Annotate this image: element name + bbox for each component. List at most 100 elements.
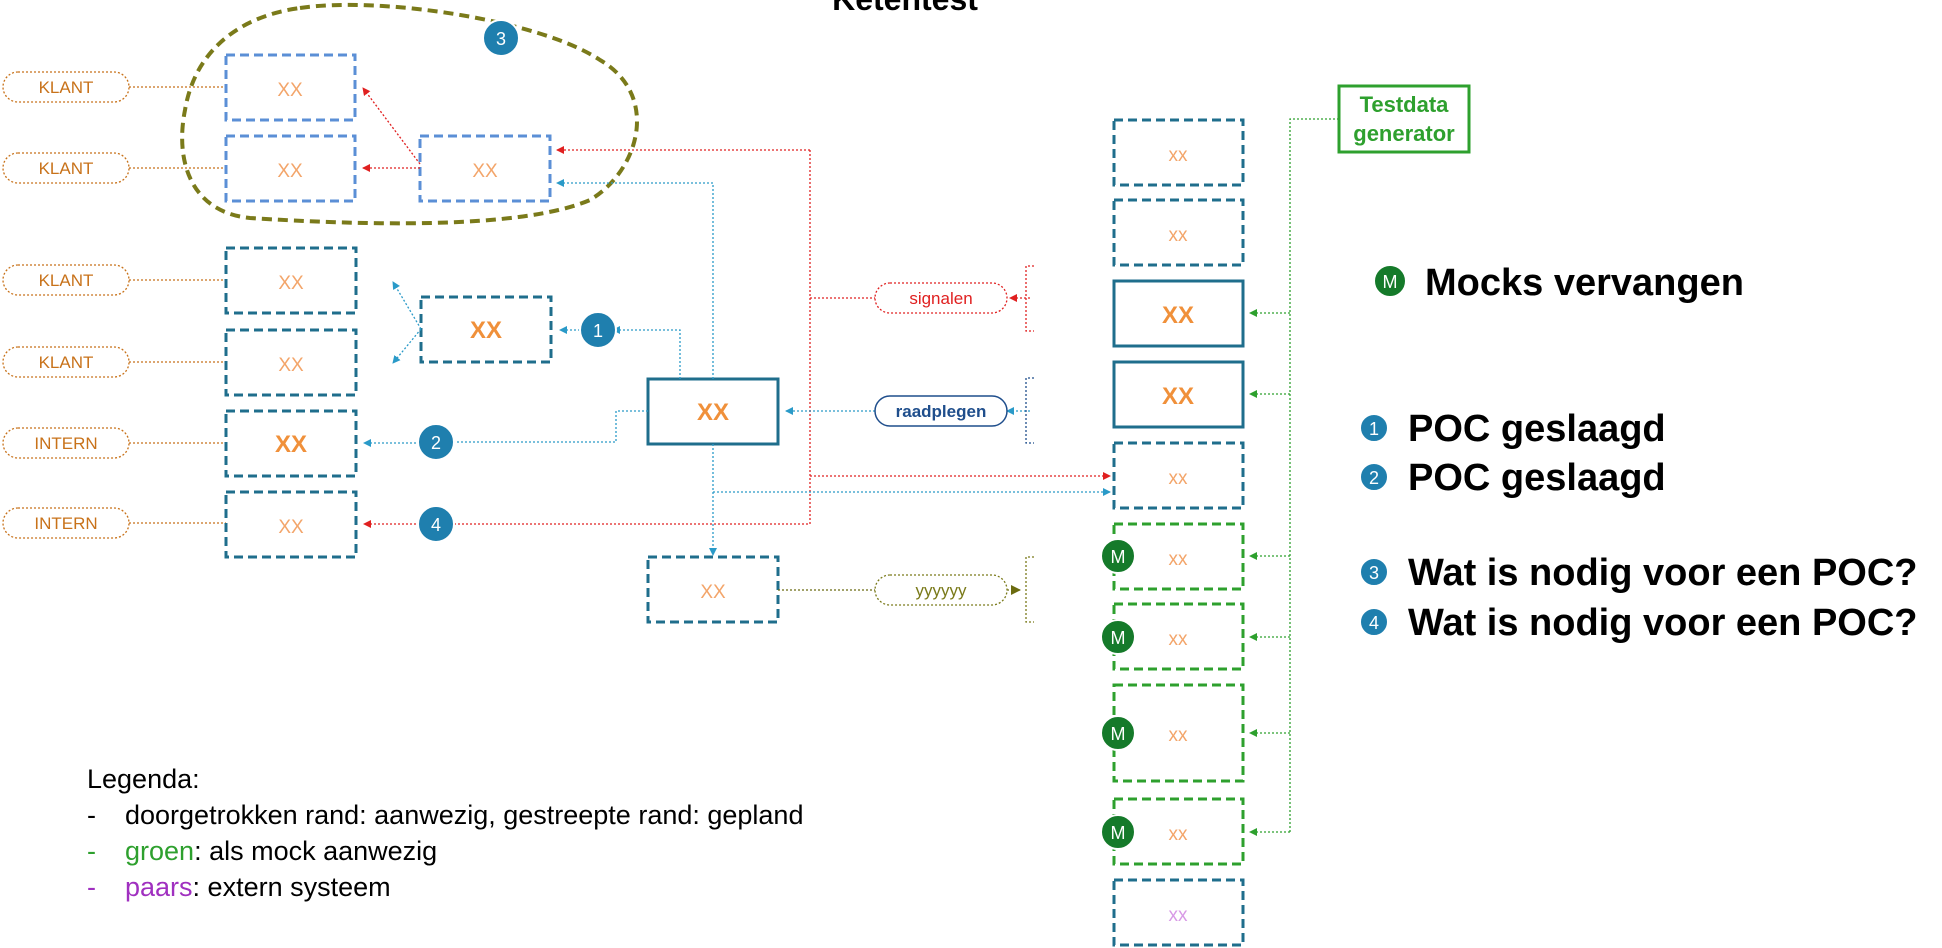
legend-heading: Legenda: — [87, 764, 200, 794]
svg-text:XX: XX — [1162, 302, 1194, 329]
svg-text:1: 1 — [593, 321, 603, 341]
svg-text:xx: xx — [1169, 725, 1189, 746]
klant-pill-2: KLANT — [2, 152, 130, 184]
box-group3-source: XX — [418, 134, 552, 203]
svg-text:XX: XX — [278, 517, 304, 538]
svg-text:KLANT: KLANT — [39, 271, 94, 290]
svg-text:XX: XX — [277, 80, 303, 101]
svg-text:raadplegen: raadplegen — [896, 402, 987, 421]
badge-1: 1 — [579, 311, 617, 349]
box-yyyyyy-target: XX — [646, 555, 780, 624]
side-q4-item: 4 Wat is nodig voor een POC? — [1359, 602, 1918, 644]
svg-text:-: - — [87, 800, 96, 830]
svg-text:M: M — [1111, 628, 1126, 648]
svg-text:4: 4 — [1369, 613, 1379, 633]
side-q3-item: 3 Wat is nodig voor een POC? — [1359, 552, 1918, 594]
right-box-2: xx — [1112, 198, 1245, 267]
svg-text:POC geslaagd: POC geslaagd — [1408, 408, 1666, 450]
svg-text:generator: generator — [1353, 121, 1455, 146]
intern-pill-2: INTERN — [2, 507, 130, 539]
svg-text:xx: xx — [1169, 629, 1189, 650]
box-router-1: XX — [419, 295, 553, 364]
testdata-connectors — [1249, 118, 1339, 836]
svg-text:xx: xx — [1169, 824, 1189, 845]
svg-text:Testdata: Testdata — [1360, 92, 1450, 117]
legend: Legenda: - doorgetrokken rand: aanwezig,… — [87, 764, 803, 902]
klant-pill-4: KLANT — [2, 346, 130, 378]
pill-connectors — [129, 86, 226, 524]
box-group3-bottom: XX — [224, 134, 357, 203]
right-box-mock-3: xx — [1112, 683, 1245, 783]
svg-text:1: 1 — [1369, 419, 1379, 439]
svg-text:XX: XX — [1162, 383, 1194, 410]
svg-text:Mocks vervangen: Mocks vervangen — [1425, 262, 1744, 304]
svg-text:Wat is nodig voor een POC?: Wat is nodig voor een POC? — [1408, 552, 1918, 594]
svg-text:4: 4 — [431, 515, 441, 535]
svg-text:3: 3 — [496, 29, 506, 49]
box-intern-2: XX — [224, 490, 358, 559]
box-klant-3: XX — [224, 246, 358, 315]
diagram-title: Ketentest — [832, 0, 978, 17]
right-box-5: xx — [1112, 441, 1245, 510]
box-central: XX — [646, 377, 780, 446]
yyyyyy-pill: yyyyyy — [874, 574, 1008, 606]
svg-text:yyyyyy: yyyyyy — [916, 581, 968, 600]
group-3-outline — [180, 2, 639, 226]
box-intern-1: XX — [224, 409, 358, 478]
svg-text:POC geslaagd: POC geslaagd — [1408, 457, 1666, 499]
legend-line-3: paars: extern systeem — [125, 872, 391, 902]
svg-text:M: M — [1111, 547, 1126, 567]
svg-text:-: - — [87, 836, 96, 866]
svg-text:xx: xx — [1169, 549, 1189, 570]
svg-text:KLANT: KLANT — [39, 353, 94, 372]
svg-text:2: 2 — [1369, 468, 1379, 488]
svg-text:XX: XX — [278, 355, 304, 376]
klant-pill-1: KLANT — [2, 71, 130, 103]
side-mocks-item: M Mocks vervangen — [1373, 262, 1744, 304]
external-brackets — [1025, 265, 1034, 623]
svg-text:xx: xx — [1169, 225, 1189, 246]
legend-line-2: groen: als mock aanwezig — [125, 836, 437, 866]
svg-text:XX: XX — [278, 273, 304, 294]
blue-connectors — [363, 179, 1111, 556]
right-box-4: XX — [1112, 360, 1245, 429]
svg-text:KLANT: KLANT — [39, 78, 94, 97]
raadplegen-pill: raadplegen — [874, 395, 1008, 427]
intern-pill-1: INTERN — [2, 427, 130, 459]
badge-4: 4 — [417, 505, 455, 543]
svg-text:INTERN: INTERN — [34, 434, 97, 453]
svg-text:XX: XX — [277, 161, 303, 182]
svg-text:XX: XX — [700, 582, 726, 603]
mock-badge-2: M — [1100, 619, 1136, 655]
klant-pill-3: KLANT — [2, 264, 130, 296]
svg-text:xx: xx — [1169, 145, 1189, 166]
testdata-generator: Testdata generator — [1337, 84, 1471, 154]
right-box-3: XX — [1112, 279, 1245, 348]
svg-text:xx: xx — [1169, 905, 1189, 926]
signalen-pill: signalen — [874, 282, 1008, 314]
right-box-external: xx — [1112, 878, 1245, 947]
svg-text:M: M — [1111, 823, 1126, 843]
svg-text:3: 3 — [1369, 563, 1379, 583]
box-klant-4: XX — [224, 328, 358, 397]
legend-line-1: doorgetrokken rand: aanwezig, gestreepte… — [125, 800, 803, 830]
svg-text:INTERN: INTERN — [34, 514, 97, 533]
svg-text:-: - — [87, 872, 96, 902]
right-box-1: xx — [1112, 118, 1245, 187]
svg-text:KLANT: KLANT — [39, 159, 94, 178]
side-poc2-item: 2 POC geslaagd — [1359, 457, 1666, 499]
svg-text:XX: XX — [470, 317, 502, 344]
red-connectors — [362, 87, 1111, 528]
svg-text:2: 2 — [431, 433, 441, 453]
svg-text:XX: XX — [697, 399, 729, 426]
svg-text:M: M — [1383, 272, 1398, 292]
svg-text:XX: XX — [472, 161, 498, 182]
box-group3-top: XX — [224, 53, 357, 122]
badge-3: 3 — [482, 19, 520, 57]
svg-text:xx: xx — [1169, 468, 1189, 489]
mock-icon — [1373, 264, 1407, 298]
mock-badge-3: M — [1100, 715, 1136, 751]
svg-text:M: M — [1111, 724, 1126, 744]
svg-text:Wat is nodig voor een POC?: Wat is nodig voor een POC? — [1408, 602, 1918, 644]
